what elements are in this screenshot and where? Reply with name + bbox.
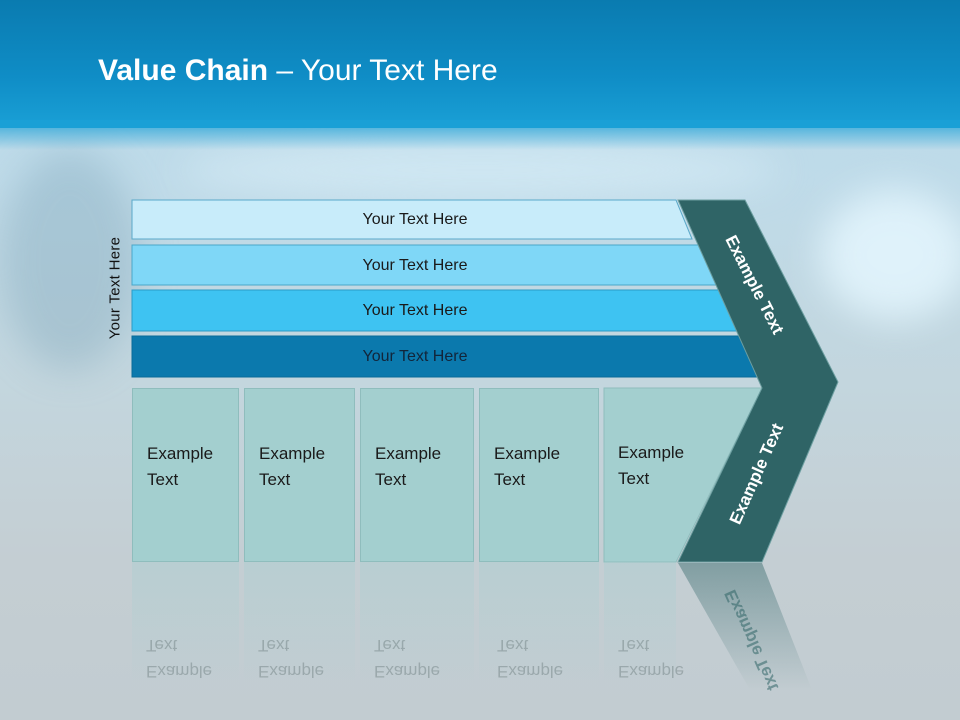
bar-3-label: Your Text Here	[362, 301, 468, 319]
chevron-reflection	[678, 563, 812, 690]
cell-2-reflection-text: Example Text	[258, 632, 324, 684]
title-rest: – Your Text Here	[268, 54, 498, 87]
cell-2-reflection-line2: Text	[258, 636, 290, 655]
bar-shape-1	[131, 199, 693, 240]
cell-1-line2: Text	[147, 470, 179, 489]
cell-1-line1: Example	[147, 444, 214, 463]
cell-reflection	[132, 562, 239, 692]
chevron-shape	[677, 199, 839, 563]
bar-4: Your Text Here	[132, 337, 698, 376]
bar-3: Your Text Here	[132, 291, 698, 330]
title-bold: Value Chain	[98, 54, 269, 87]
bar-1: Your Text Here	[132, 200, 698, 239]
header-fade	[0, 120, 960, 150]
cell-reflection	[244, 562, 355, 692]
cell-3-reflection-text: Example Text	[374, 632, 440, 684]
cell-5-line1: Example	[618, 443, 685, 462]
bar-2: Your Text Here	[132, 246, 698, 285]
cell-4-reflection-line2: Text	[497, 636, 529, 655]
cell-reflection	[479, 562, 599, 692]
bar-2-label: Your Text Here	[362, 256, 468, 274]
cell-4-line1: Example	[494, 444, 561, 463]
cell-shape-5	[603, 387, 763, 563]
cell-5-line2: Text	[618, 469, 650, 488]
stage-light-glow	[180, 140, 780, 200]
cell-3-line2: Text	[375, 470, 407, 489]
cell-1-reflection-line2: Text	[146, 636, 178, 655]
cell-5-reflection-line1: Example	[618, 662, 685, 681]
header-band	[0, 0, 960, 128]
slide-title: Value Chain – Your Text Here	[98, 54, 498, 88]
cell-3-reflection-line1: Example	[374, 662, 441, 681]
cell-4-reflection-text: Example Text	[497, 632, 563, 684]
cell-2-line1: Example	[259, 444, 326, 463]
cell-reflection	[360, 562, 474, 692]
cell-1-reflection-text: Example Text	[146, 632, 212, 684]
cell-4-line2: Text	[494, 470, 526, 489]
cell-2-line2: Text	[259, 470, 291, 489]
cell-3-line1: Example	[375, 444, 442, 463]
cell-reflection	[604, 562, 676, 692]
cell-2-reflection-line1: Example	[258, 662, 325, 681]
cell-1-reflection-line1: Example	[146, 662, 213, 681]
bar-4-label: Your Text Here	[362, 347, 468, 365]
bar-1-label: Your Text Here	[362, 210, 468, 228]
cell-4-reflection-line1: Example	[497, 662, 564, 681]
cell-5-reflection-text: Example Text	[618, 632, 684, 684]
stage-light-glow	[0, 150, 140, 370]
stage-light-glow	[820, 190, 960, 320]
cell-5-reflection-line2: Text	[618, 636, 650, 655]
cell-3-reflection-line2: Text	[374, 636, 406, 655]
